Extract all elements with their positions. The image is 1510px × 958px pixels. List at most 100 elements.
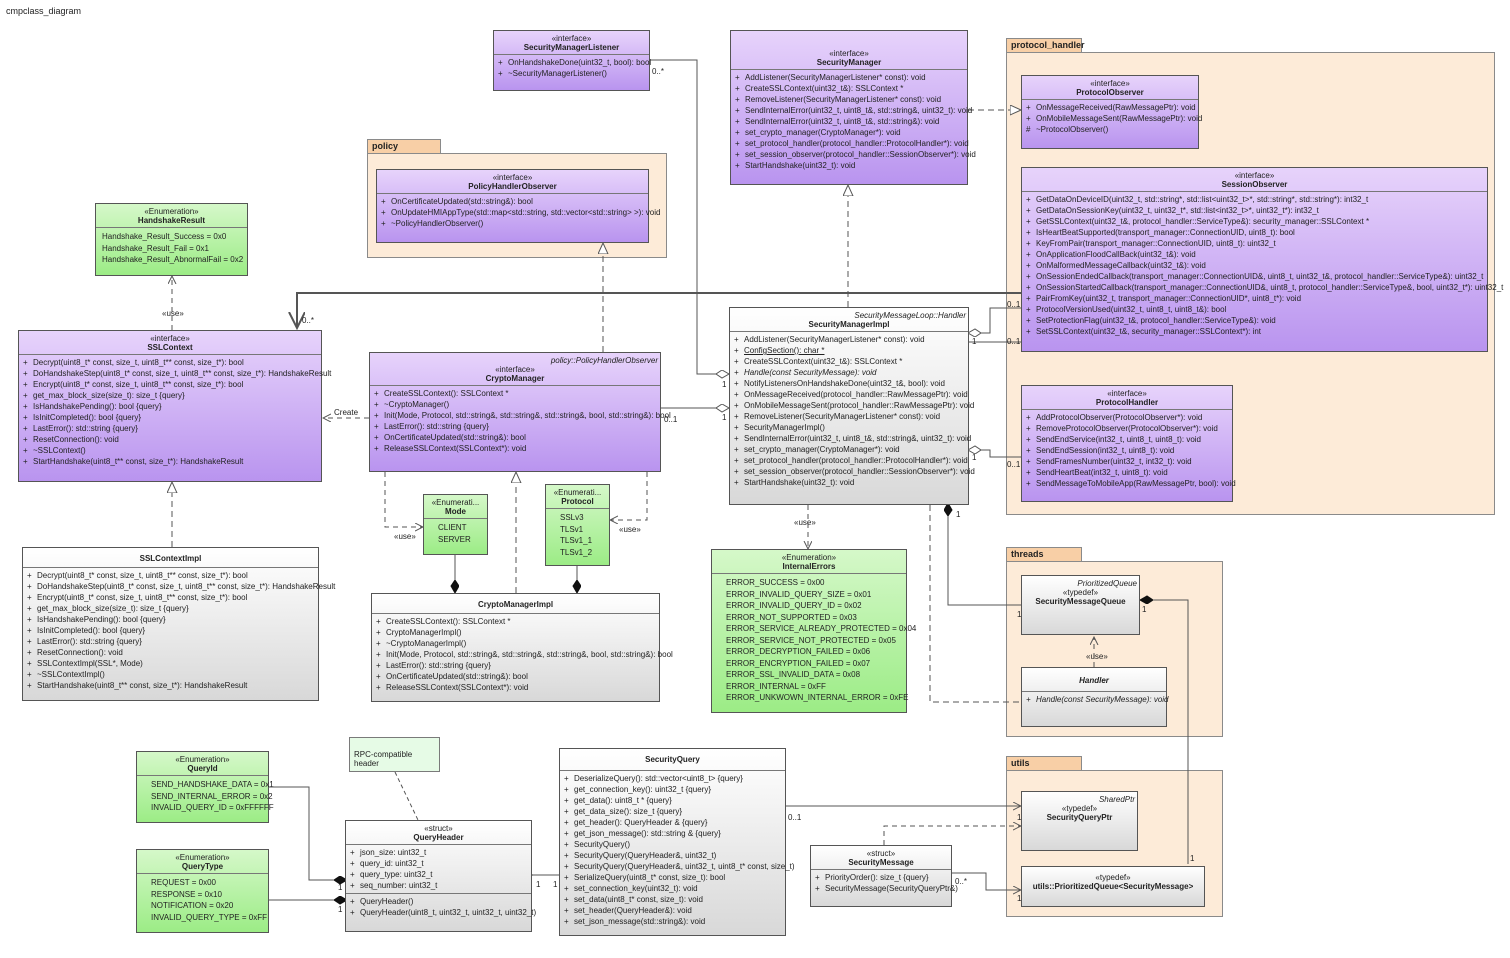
- member: +SendHeartBeat(int32_t, uint8_t): void: [1026, 467, 1228, 478]
- stereotype: «Enumeration»: [781, 553, 837, 562]
- class-name: CryptoManager: [485, 374, 545, 383]
- enum-literal: INVALID_QUERY_ID = 0xFFFFFF: [151, 803, 274, 812]
- visibility-marker: +: [350, 859, 355, 868]
- member-list: + AddListener(SecurityManagerListener* co…: [731, 70, 976, 173]
- enum-query-id[interactable]: «Enumeration»QueryId SEND_HANDSHAKE_DATA…: [136, 751, 274, 823]
- member: +DoHandshakeStep(uint8_t* const, size_t,…: [23, 368, 331, 379]
- member-signature: ReleaseSSLContext(SSLContext*): void: [386, 683, 529, 692]
- visibility-marker: +: [27, 670, 32, 679]
- class-handler[interactable]: Handler +Handle(const SecurityMessage): …: [1021, 667, 1169, 727]
- member: +SSLContextImpl(SSL*, Mode): [27, 658, 314, 669]
- stereotype-label: «use»: [1086, 652, 1108, 661]
- multiplicity-label: 0..*: [302, 316, 315, 325]
- class-name: SSLContextImpl: [139, 554, 202, 563]
- member: +get_connection_key(): uint32_t {query}: [564, 784, 781, 795]
- member-signature: CryptoManagerImpl(): [386, 628, 462, 637]
- struct-query-header[interactable]: «struct»QueryHeader +json_size: uint32_t…: [345, 820, 536, 932]
- member: +get_max_block_size(size_t): size_t {que…: [23, 390, 317, 401]
- member-signature: ~CryptoManager(): [384, 400, 450, 409]
- member: +PairFromKey(uint32_t, transport_manager…: [1026, 293, 1483, 304]
- visibility-marker: +: [734, 434, 739, 443]
- visibility-marker: +: [734, 346, 739, 355]
- member: +Encrypt(uint8_t* const, size_t, uint8_t…: [27, 592, 314, 603]
- package-tab-utils[interactable]: utils: [1006, 756, 1082, 770]
- visibility-marker: +: [498, 69, 503, 78]
- member-signature: AddProtocolObserver(ProtocolObserver*): …: [1036, 413, 1203, 422]
- class-crypto-manager[interactable]: policy::PolicyHandlerObserver«interface»…: [369, 352, 671, 472]
- visibility-marker: +: [376, 617, 381, 626]
- enum-literal: ERROR_SSL_INVALID_DATA = 0x08: [726, 670, 861, 679]
- member-signature: OnCertificateUpdated(std::string&): bool: [386, 672, 528, 681]
- package-tab-policy[interactable]: policy: [367, 139, 441, 153]
- member: +QueryHeader(uint8_t, uint32_t, uint32_t…: [350, 907, 536, 918]
- member: +Decrypt(uint8_t* const, size_t, uint8_t…: [23, 357, 317, 368]
- package-tab-threads[interactable]: threads: [1006, 547, 1082, 561]
- class-name: ProtocolObserver: [1076, 88, 1144, 97]
- member-signature: AddListener(SecurityManagerListener* con…: [745, 73, 926, 82]
- class-name: SSLContext: [147, 343, 193, 352]
- member: +ResetConnection(): void: [27, 647, 314, 658]
- stereotype: «Enumerati...: [553, 488, 602, 497]
- enum-internal-errors[interactable]: «Enumeration»InternalErrors ERROR_SUCCES…: [711, 549, 916, 713]
- stereotype: «Enumeration»: [175, 755, 230, 764]
- enum-literal: TLSv1: [560, 524, 584, 534]
- class-name: QueryHeader: [413, 833, 464, 842]
- stereotype: «struct»: [866, 849, 896, 858]
- visibility-marker: +: [735, 150, 740, 159]
- visibility-marker: +: [734, 478, 739, 487]
- stereotype: «interface»: [150, 334, 190, 343]
- class-crypto-manager-impl[interactable]: CryptoManagerImpl +CreateSSLContext(): S…: [371, 593, 673, 702]
- visibility-marker: +: [27, 604, 32, 613]
- visibility-marker: #: [1026, 125, 1031, 134]
- class-ssl-context-impl[interactable]: SSLContextImpl +Decrypt(uint8_t* const, …: [22, 547, 335, 701]
- stereotype: «typedef»: [1061, 804, 1098, 813]
- member-signature: OnMalformedMessageCallback(uint32_t&): v…: [1036, 261, 1206, 270]
- struct-security-message[interactable]: «struct»SecurityMessage +PriorityOrder()…: [810, 845, 958, 907]
- class-name: SecurityManagerImpl: [808, 320, 890, 329]
- member-signature: OnCertificateUpdated(std::string&): bool: [391, 197, 533, 206]
- enum-literal: SEND_HANDSHAKE_DATA = 0x1: [151, 780, 274, 789]
- visibility-marker: +: [23, 391, 28, 400]
- member-signature: SendEndSession(int32_t, uint8_t): void: [1036, 446, 1175, 455]
- class-security-manager-listener[interactable]: «interface»SecurityManagerListener +OnHa…: [493, 30, 651, 91]
- visibility-marker: +: [1026, 457, 1031, 466]
- typedef-prioritized-queue[interactable]: «typedef»utils::PrioritizedQueue<Securit…: [1021, 866, 1205, 907]
- typedef-security-message-queue[interactable]: PrioritizedQueue«typedef»SecurityMessage…: [1021, 575, 1140, 635]
- member-signature: IsInitCompleted(): bool {query}: [37, 626, 146, 635]
- member-signature: IsInitCompleted(): bool {query}: [33, 413, 142, 422]
- member-signature: LastError(): std::string {query}: [37, 637, 142, 646]
- class-protocol-handler[interactable]: «interface»ProtocolHandler +AddProtocolO…: [1021, 385, 1236, 502]
- visibility-marker: +: [1026, 468, 1031, 477]
- member-list: +PriorityOrder(): size_t {query}+Securit…: [811, 870, 958, 896]
- member-signature: SSLContextImpl(SSL*, Mode): [37, 659, 143, 668]
- class-policy-handler-observer[interactable]: «interface»PolicyHandlerObserver +OnCert…: [376, 169, 660, 243]
- visibility-marker: +: [27, 681, 32, 690]
- class-session-observer[interactable]: «interface»SessionObserver +GetDataOnDev…: [1021, 167, 1503, 352]
- member: +SendInternalError(uint32_t, uint8_t&, s…: [735, 116, 963, 127]
- package-tab-protocol-handler[interactable]: protocol_handler: [1006, 38, 1085, 52]
- member: +OnUpdateHMIAppType(std::map<std::string…: [381, 207, 660, 218]
- class-ssl-context[interactable]: «interface»SSLContext +Decrypt(uint8_t* …: [18, 330, 331, 482]
- enum-handshake-result[interactable]: «Enumeration»HandshakeResult Handshake_R…: [95, 203, 248, 276]
- class-protocol-observer[interactable]: «interface»ProtocolObserver +OnMessageRe…: [1021, 75, 1202, 149]
- link-qid-qh: [269, 786, 347, 880]
- member-list: +OnCertificateUpdated(std::string&): boo…: [377, 194, 660, 231]
- class-security-query[interactable]: SecurityQuery +DeserializeQuery(): std::…: [559, 748, 795, 936]
- member-signature: SendInternalError(uint32_t, uint8_t&, st…: [745, 106, 973, 115]
- typedef-security-query-ptr[interactable]: SharedPtr«typedef»SecurityQueryPtr: [1021, 791, 1138, 851]
- member: +SecurityManagerImpl(): [734, 422, 964, 433]
- member-signature: SetProtectionFlag(uint32_t&, protocol_ha…: [1036, 316, 1276, 325]
- member: +OnSessionStartedCallback(transport_mana…: [1026, 282, 1503, 293]
- visibility-marker: +: [1026, 195, 1031, 204]
- member-signature: ~SSLContext(): [33, 446, 86, 455]
- member: +DoHandshakeStep(uint8_t* const, size_t,…: [27, 581, 335, 592]
- visibility-marker: +: [735, 161, 740, 170]
- note-rpc-compatible-header[interactable]: RPC-compatible header: [349, 737, 440, 772]
- enum-literal: ERROR_NOT_SUPPORTED = 0x03: [726, 612, 857, 622]
- class-security-manager[interactable]: «interface»SecurityManager +AddListener(…: [730, 30, 976, 185]
- member: +get_data_size(): size_t {query}: [564, 806, 781, 817]
